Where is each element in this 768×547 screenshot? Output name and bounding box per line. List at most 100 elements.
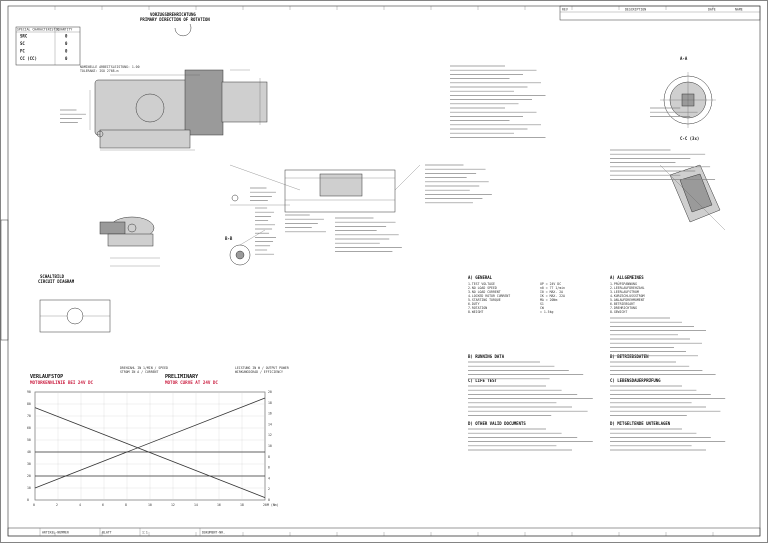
y-right-tick-label: 10 [268, 444, 272, 448]
table-sym: SRC [20, 34, 28, 39]
general-item-de: 8.GEWICHT [610, 310, 627, 314]
spec-body-lines [468, 317, 726, 451]
table-sym: FC [20, 49, 25, 54]
circuit-title-de: SCHALTBILD [40, 274, 65, 279]
note-1: NOMINELLE ARBEITSLEISTUNG: 1.00 [80, 65, 140, 69]
general-value: CW [540, 306, 544, 310]
x-tick-label: 14 [194, 503, 198, 507]
circuit-diagram: SCHALTBILD CIRCUIT DIAGRAM [38, 274, 111, 333]
table-head-0: SPECIAL CHARACTERISTIC [17, 28, 59, 32]
y-left-tick-label: 10 [27, 486, 31, 490]
general-item: 2.NO LOAD SPEED [468, 286, 497, 290]
y-right-tick-label: 12 [268, 433, 272, 437]
docs-en: D) OTHER VALID DOCUMENTS [468, 421, 526, 426]
series-line [34, 397, 266, 489]
y-left-tick-label: 80 [27, 402, 31, 406]
detail-marker-icon [231, 194, 239, 202]
rotation-arrow-icon [174, 23, 192, 37]
general-de: A) ALLGEMEINES [610, 275, 644, 280]
table-qty: 0 [65, 41, 68, 46]
general-item-de: 6.BETRIEBSART [610, 302, 635, 306]
x-tick-label: 2 [56, 503, 58, 507]
y-right-tick-label: 16 [268, 412, 272, 416]
general-value: UP = 24V DC [540, 282, 561, 286]
y-right-tick-label: 18 [268, 401, 272, 405]
view-aa: A-A [680, 56, 688, 61]
x-tick-label: 20 [263, 503, 267, 507]
rev-col: NAME [735, 8, 743, 12]
general-item-de: 7.DREHRICHTUNG [610, 306, 637, 310]
y-left-tick-label: 60 [27, 426, 31, 430]
general-value: S1 [540, 302, 544, 306]
general-value: I0 = MAX. 2A [540, 290, 563, 294]
y-left-tick-label: 20 [27, 474, 31, 478]
label-area [229, 164, 421, 213]
general-item-de: 4.KURZSCHLUSSSTROM [610, 294, 645, 298]
general-item: 5.STARTING TORQUE [468, 298, 501, 302]
general-en: A) GENERAL [468, 275, 493, 280]
direction-en: PRIMARY DIRECTION OF ROTATION [140, 17, 210, 22]
motor-main-view [89, 69, 268, 151]
tb-cell: BLATT [102, 531, 112, 535]
y-right-tick-label: 4 [268, 476, 270, 480]
legend-3: LEISTUNG IN W / OUTPUT POWER [235, 366, 289, 370]
y-right-tick-label: 6 [268, 466, 270, 470]
zone-ticks [54, 6, 714, 536]
table-head-1: QUANTITY [57, 28, 72, 32]
y-right-tick-label: 2 [268, 487, 270, 491]
detail-marker-icon [96, 130, 104, 138]
series-line [34, 407, 266, 498]
life-en: C) LIFE TEST [468, 378, 497, 383]
table-qty: 0 [65, 56, 68, 61]
y-left-tick-label: 0 [27, 498, 29, 502]
tb-cell: 1:1 [142, 531, 148, 535]
general-item-de: 2.LEERLAUFDREHZAHL [610, 286, 645, 290]
rev-col: DATE [708, 8, 716, 12]
y-left-tick-label: 30 [27, 462, 31, 466]
x-tick-label: 18 [240, 503, 244, 507]
y-right-tick-label: 14 [268, 422, 272, 426]
notes-text-block [60, 65, 716, 255]
chart-title-right-en: MOTOR CURVE AT 24V DC [165, 380, 218, 385]
x-axis-label: M (Nm) [267, 503, 279, 507]
general-item: 7.ROTATION [468, 306, 487, 310]
view-bb: B-B [225, 236, 233, 241]
revision-table: REV DESCRIPTION DATE NAME [559, 5, 761, 21]
x-tick-label: 16 [217, 503, 221, 507]
general-item-de: 5.ANLAUFDREHMOMENT [610, 298, 645, 302]
y-left-tick-label: 90 [27, 390, 31, 394]
direction-de: VORZUGSDREHRICHTUNG [150, 12, 196, 17]
x-tick-label: 10 [148, 503, 152, 507]
docs-de: D) MITGELTENDE UNTERLAGEN [610, 421, 671, 426]
special-characteristics-table: SPECIAL CHARACTERISTIC QUANTITY SRC 0 SC… [15, 26, 81, 66]
chart-title-left-de: VERLAUFSTOP [30, 374, 63, 380]
table-qty: 0 [65, 49, 68, 54]
view-bb-drawing [229, 229, 266, 266]
tb-cell: ARTIKEL-NUMMER [42, 531, 69, 535]
general-item: 4.LOCKED ROTOR CURRENT [468, 294, 510, 298]
legend-1: DREHZAHL IN 1/MIN / SPEED [120, 366, 168, 370]
general-item: 8.WEIGHT [468, 310, 483, 314]
x-tick-label: 6 [102, 503, 104, 507]
y-right-tick-label: 8 [268, 455, 270, 459]
circuit-title-en: CIRCUIT DIAGRAM [38, 279, 75, 284]
spec-section-de: A) ALLGEMEINES 1.PRÜFSPANNUNG 2.LEERLAUF… [610, 275, 671, 426]
y-left-tick-label: 50 [27, 438, 31, 442]
running-en: B) RUNNING DATA [468, 354, 505, 359]
rev-col: DESCRIPTION [625, 8, 646, 12]
side-strip [0, 219, 9, 341]
running-de: B) BETRIEBSDATEN [610, 354, 649, 359]
tb-cell: DOKUMENT-NR. [202, 531, 225, 535]
general-item: 6.DUTY [468, 302, 480, 306]
general-value: IK = MAX. 22A [540, 294, 565, 298]
table-qty: 0 [65, 34, 68, 39]
view-cc: C-C (3x) [680, 136, 699, 141]
table-sym: SC [20, 41, 25, 46]
legend-4: WIRKUNGSGRAD / EFFICIENCY [235, 370, 283, 374]
x-tick-label: 12 [171, 503, 175, 507]
x-tick-label: 4 [79, 503, 81, 507]
y-right-tick-label: 0 [268, 498, 270, 502]
general-item-de: 3.LEERLAUFSTROM [610, 290, 639, 294]
